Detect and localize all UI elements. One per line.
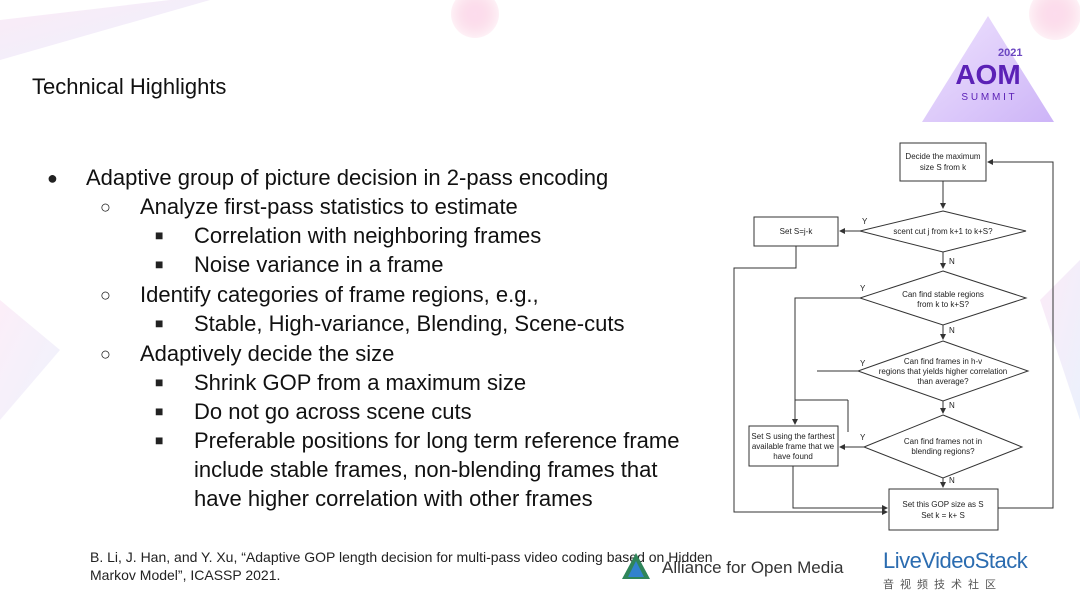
- bullet-item: Noise variance in a frame: [194, 252, 444, 277]
- bullet-marker: ■: [155, 315, 164, 331]
- bullet-marker: ■: [155, 227, 164, 243]
- bullet-marker: ■: [155, 374, 164, 390]
- bullet-marker: ○: [100, 285, 111, 305]
- lvs-subtitle: 音视频技术社区: [883, 579, 1002, 591]
- bullet-item: Identify categories of frame regions, e.…: [140, 282, 539, 307]
- svg-text:S U M M I T: S U M M I T: [961, 92, 1014, 103]
- bullet-item: Do not go across scene cuts: [194, 399, 472, 424]
- bullet-marker: ○: [100, 344, 111, 364]
- bullet-item: Adaptive group of picture decision in 2-…: [86, 165, 609, 190]
- bullet-marker: ■: [155, 432, 164, 448]
- bullet-item: Analyze first-pass statistics to estimat…: [140, 194, 518, 219]
- bullet-item: Correlation with neighboring frames: [194, 223, 542, 248]
- bullet-item: have higher correlation with other frame…: [194, 486, 593, 511]
- bullet-marker: ○: [100, 197, 111, 217]
- citation: B. Li, J. Han, and Y. Xu, “Adaptive GOP …: [90, 548, 770, 584]
- bullet-item: include stable frames, non-blending fram…: [194, 457, 658, 482]
- bullet-marker: ■: [155, 403, 164, 419]
- citation-line: B. Li, J. Han, and Y. Xu, “Adaptive GOP …: [90, 549, 713, 565]
- bullet-marker: ■: [155, 256, 164, 272]
- lvs-title: LiveVideoStack: [883, 548, 1028, 573]
- bullet-item: Adaptively decide the size: [140, 341, 395, 366]
- bullet-marker: ●: [47, 168, 58, 188]
- slide-title: Technical Highlights: [32, 74, 227, 99]
- bullet-item: Stable, High-variance, Blending, Scene-c…: [194, 311, 625, 336]
- aom-summit-logo: 2021 AOM S U M M I T: [922, 16, 1054, 122]
- svg-text:2021: 2021: [998, 47, 1022, 59]
- livevideostack-logo: LiveVideoStack 音视频技术社区: [883, 548, 1028, 592]
- bullet-item: Shrink GOP from a maximum size: [194, 370, 527, 395]
- alliance-name: Alliance for Open Media: [662, 558, 844, 577]
- svg-text:AOM: AOM: [955, 59, 1020, 90]
- bullet-item: Preferable positions for long term refer…: [194, 428, 680, 453]
- citation-line: Markov Model”, ICASSP 2021.: [90, 567, 281, 583]
